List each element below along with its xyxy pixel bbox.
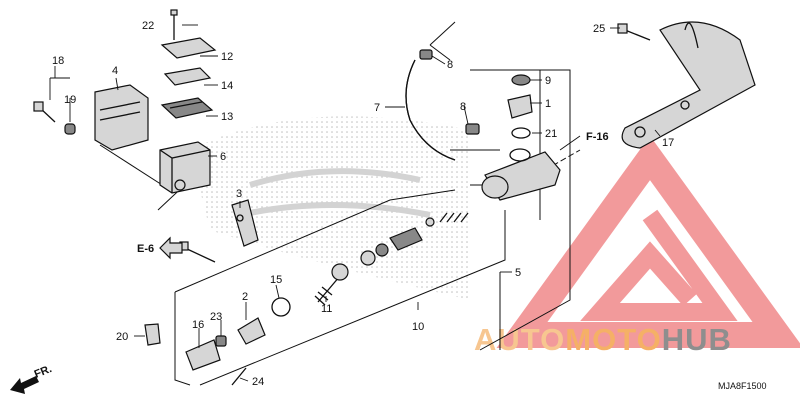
part-label-2: 2 [242, 291, 248, 303]
watermark-logo [496, 135, 800, 348]
watermark-brand-part-1: AUTO [474, 322, 565, 357]
watermark-brand-part-2: MOTO [565, 322, 661, 357]
part-label-3: 3 [236, 188, 242, 200]
part-label-6: 6 [220, 151, 226, 163]
background-emblem [190, 116, 470, 300]
parts [33, 9, 756, 386]
part-label-1: 1 [545, 98, 551, 110]
part-label-9: 9 [545, 75, 551, 87]
watermark-brand-part-3: HUB [662, 322, 732, 357]
part-label-10: 10 [412, 321, 424, 333]
part-label-11: 11 [321, 303, 332, 315]
part-label-20: 20 [116, 331, 128, 343]
part-label-25: 25 [593, 23, 605, 35]
reference-right-label: F-16 [586, 131, 609, 143]
part-label-23: 23 [210, 311, 222, 323]
part-label-13: 13 [221, 111, 233, 123]
part-label-16: 16 [192, 319, 204, 331]
part-label-4: 4 [112, 65, 118, 77]
part-label-15: 15 [270, 274, 282, 286]
part-label-18: 18 [52, 55, 64, 67]
diagram-code: MJA8F1500 [718, 381, 767, 391]
part-label-8: 8 [460, 101, 466, 113]
watermark-brand: AUTOMOTOHUB [474, 322, 732, 357]
front-direction-arrow: FR. [10, 363, 54, 394]
part-label-12: 12 [221, 51, 233, 63]
part-label-8: 8 [447, 59, 453, 71]
part-label-17: 17 [662, 137, 674, 149]
part-label-21: 21 [545, 128, 557, 140]
reference-left-label: E-6 [137, 243, 154, 255]
front-direction-label: FR. [33, 363, 54, 381]
part-label-5: 5 [515, 267, 521, 279]
part-label-19: 19 [64, 94, 76, 106]
part-label-22: 22 [142, 20, 154, 32]
part-label-24: 24 [252, 376, 264, 388]
reference-right: F-16 [586, 131, 609, 143]
part-labels: 22 12 14 13 6 4 18 19 3 7 8 8 9 1 21 17 … [52, 20, 674, 388]
leader-lines [49, 24, 661, 382]
part-label-7: 7 [374, 102, 380, 114]
reference-left: E-6 [137, 236, 183, 260]
part-label-14: 14 [221, 80, 233, 92]
